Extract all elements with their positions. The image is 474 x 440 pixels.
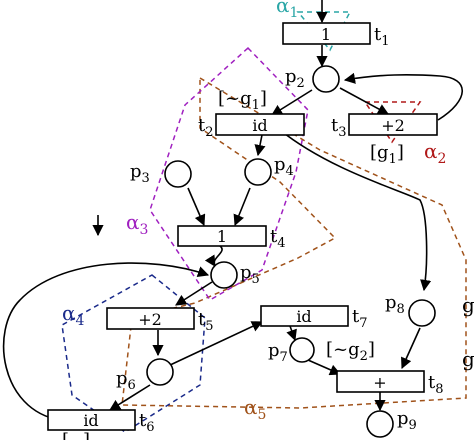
- arc-p2-to-t2: [271, 89, 313, 116]
- arc-t4-to-p5: [204, 245, 223, 267]
- transition-t6: id t6: [47, 409, 155, 435]
- region-label-alpha1: α1: [276, 0, 298, 21]
- svg-text:+: +: [373, 373, 386, 392]
- guard-not-g2: [~g2]: [326, 339, 375, 364]
- region-alpha5-outline: [121, 76, 467, 409]
- region-label-alpha2: α2: [424, 139, 446, 167]
- place-p3: p3: [130, 160, 192, 188]
- svg-text:p5: p5: [240, 262, 260, 287]
- guard-partial-bottom: []: [62, 430, 90, 440]
- transition-t7: id t7: [260, 305, 368, 331]
- guard-g1: [g1]: [370, 142, 404, 167]
- svg-text:id: id: [296, 307, 311, 326]
- place-p9: p9: [366, 408, 417, 438]
- region-label-alpha5: α5: [244, 395, 266, 423]
- arc-p6-to-t7: [167, 321, 264, 367]
- svg-text:t6: t6: [139, 410, 155, 435]
- arc-t7-to-p7: [286, 325, 297, 342]
- arcs: [2, 0, 464, 421]
- svg-text:t2: t2: [198, 115, 214, 140]
- arc-p8-to-t8: [401, 327, 421, 370]
- svg-text:id: id: [252, 116, 267, 135]
- svg-text:1: 1: [217, 227, 227, 246]
- svg-text:p8: p8: [385, 292, 405, 317]
- svg-text:t8: t8: [428, 372, 444, 397]
- arc-p3-to-t4: [187, 187, 206, 227]
- guard-not-g1: [~g1]: [218, 88, 267, 113]
- svg-text:t7: t7: [352, 306, 368, 331]
- svg-text:1: 1: [321, 25, 331, 44]
- arc-p2-to-t3: [339, 87, 389, 115]
- svg-text:p9: p9: [397, 408, 417, 433]
- transition-t3: +2 t3: [331, 113, 438, 140]
- svg-text:p4: p4: [274, 154, 294, 179]
- transition-t1: 1 t1: [282, 22, 390, 49]
- place-p8: p8: [385, 292, 436, 327]
- place-p2: p2: [285, 65, 340, 93]
- svg-text:p7: p7: [268, 340, 288, 365]
- arc-p4-to-t4: [233, 187, 251, 227]
- place-p7: p7: [268, 337, 315, 365]
- region-alpha3-outline: [149, 46, 309, 302]
- arc-t2-to-p8: [279, 129, 432, 292]
- edge-letter-1: g: [462, 293, 474, 317]
- place-p4: p4: [244, 154, 294, 186]
- svg-text:p2: p2: [285, 66, 305, 91]
- arc-t6-to-p5: [2, 262, 210, 421]
- svg-text:id: id: [83, 411, 98, 430]
- region-alpha4-outline: [61, 274, 206, 433]
- transition-t2: id t2: [198, 113, 305, 140]
- svg-text:p3: p3: [130, 161, 150, 186]
- transition-t5: +2 t5: [106, 307, 214, 334]
- transition-t8: + t8: [336, 370, 444, 397]
- svg-text:t3: t3: [331, 115, 347, 140]
- arc-p7-to-t8: [307, 359, 342, 376]
- arc-p5-to-t5: [175, 281, 213, 306]
- arc-p6-to-t6: [109, 384, 151, 411]
- arc-t3-to-p2: [343, 72, 464, 121]
- transition-t4: 1 t4: [177, 225, 286, 251]
- place-p6: p6: [116, 358, 174, 393]
- region-label-alpha4: α4: [62, 301, 85, 329]
- region-label-alpha3: α3: [126, 210, 148, 238]
- place-p5: p5: [210, 261, 260, 289]
- svg-text:+2: +2: [381, 116, 405, 135]
- svg-text:+2: +2: [138, 310, 162, 329]
- svg-text:t5: t5: [198, 309, 214, 334]
- edge-letter-2: g: [462, 347, 474, 371]
- svg-text:p6: p6: [116, 368, 136, 393]
- arc-t2-to-p4: [254, 134, 266, 157]
- svg-text:t1: t1: [374, 24, 390, 49]
- svg-text:t4: t4: [270, 226, 286, 251]
